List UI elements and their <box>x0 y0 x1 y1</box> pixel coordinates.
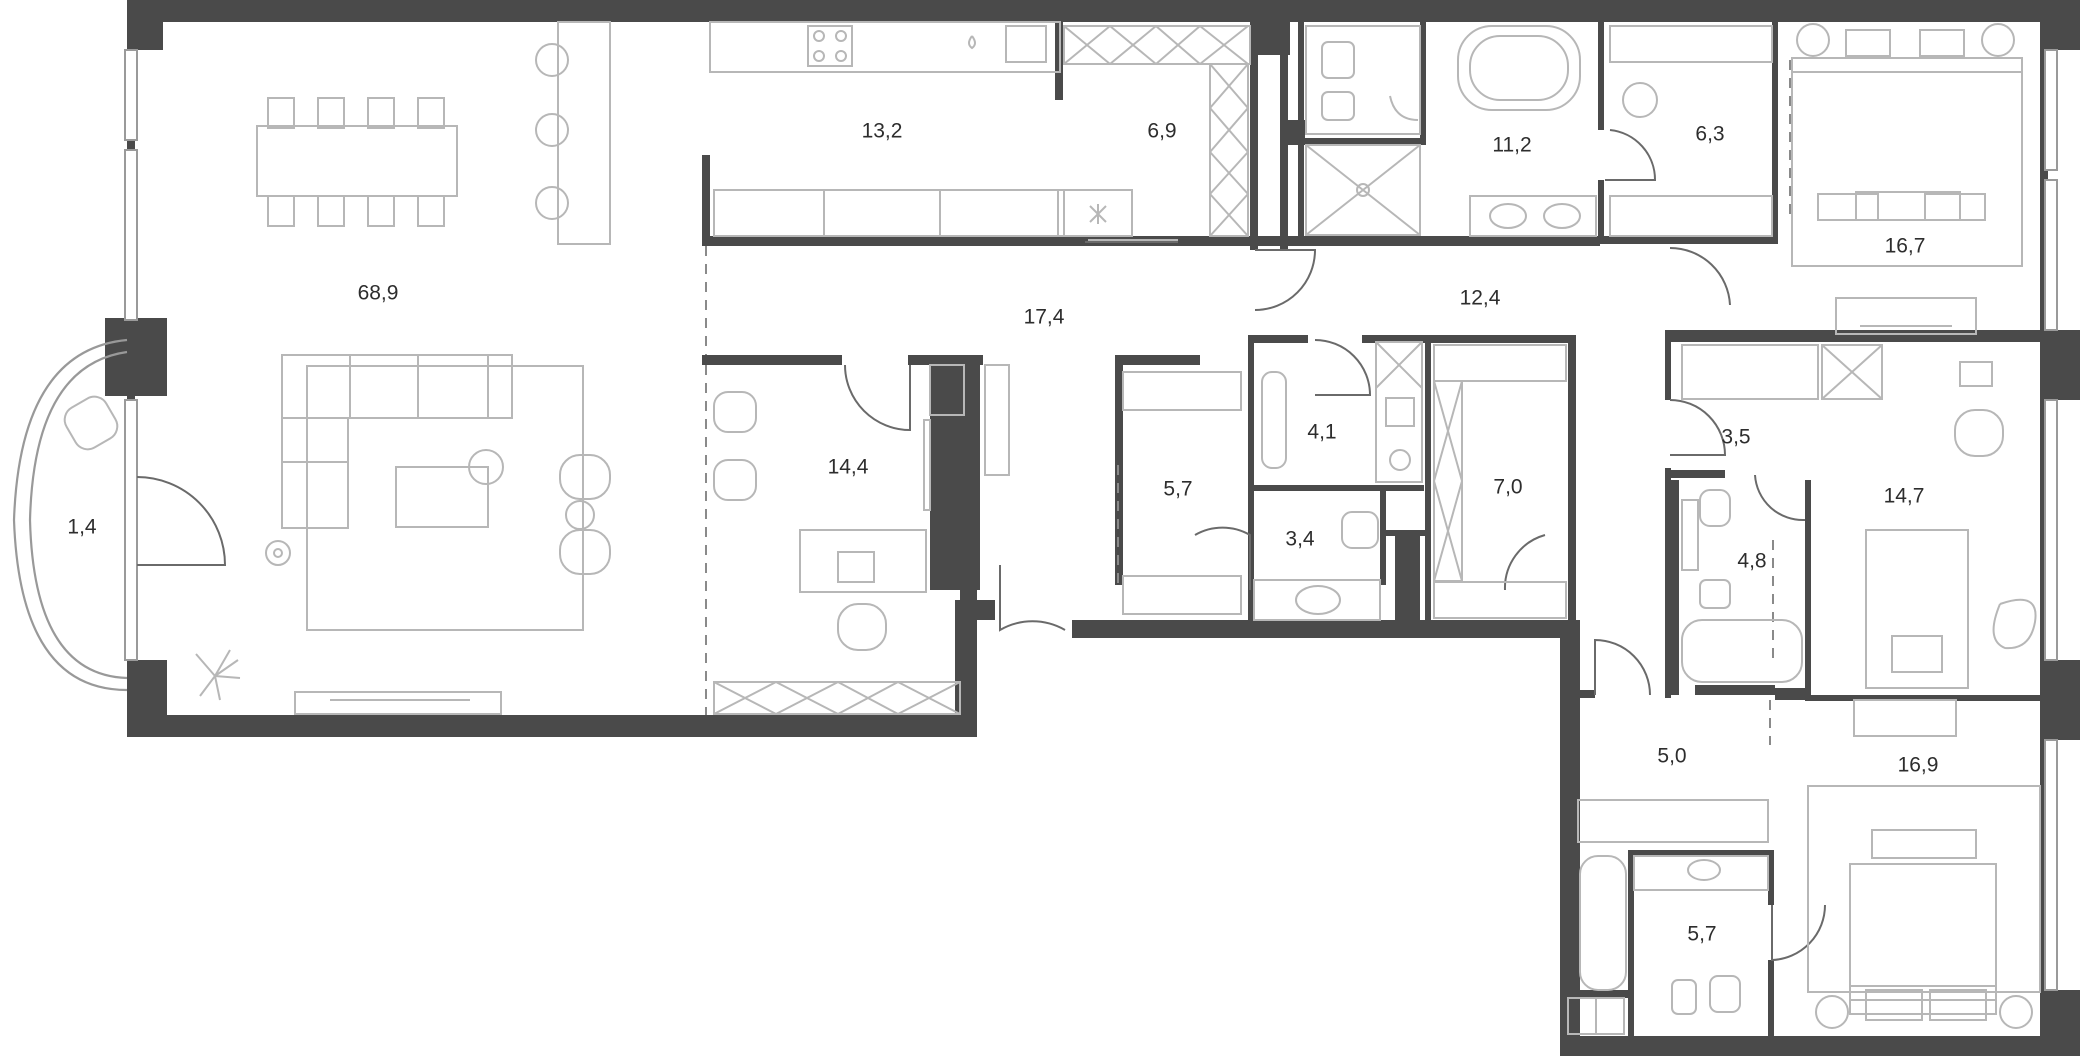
doors <box>136 129 1826 962</box>
room-area-master-bath: 11,2 <box>1492 134 1531 157</box>
walls <box>105 0 2080 1056</box>
room-area-bath-3: 5,7 <box>1687 923 1716 946</box>
open-boundaries <box>705 60 1791 745</box>
room-area-bath-2: 4,8 <box>1737 550 1766 573</box>
room-area-hall: 17,4 <box>1024 306 1065 329</box>
dining-chairs <box>267 97 445 227</box>
room-area-bedroom-3: 16,9 <box>1898 754 1939 777</box>
room-area-balcony: 1,4 <box>67 516 97 539</box>
room-area-study: 14,4 <box>828 456 869 479</box>
room-area-laundry: 4,1 <box>1307 421 1336 444</box>
room-area-kitchen: 13,2 <box>862 120 903 143</box>
furniture <box>63 21 2041 1035</box>
windows <box>12 49 2058 991</box>
room-area-wc-guest: 3,4 <box>1285 528 1315 551</box>
room-area-wardrobe-middle: 7,0 <box>1493 476 1522 499</box>
room-area-living-dining: 68,9 <box>358 282 399 305</box>
room-area-closet-left: 5,7 <box>1163 478 1192 501</box>
wardrobe-hatch-1 <box>1609 25 1773 237</box>
pantry-shelves <box>1063 25 1251 237</box>
room-area-master-wardrobe: 6,3 <box>1695 123 1724 146</box>
room-area-corridor: 12,4 <box>1460 287 1501 310</box>
room-area-wardrobe-small: 3,5 <box>1721 426 1750 449</box>
room-area-pantry: 6,9 <box>1147 120 1176 143</box>
room-area-master-bedroom: 16,7 <box>1885 235 1926 258</box>
room-area-corridor-2: 5,0 <box>1657 745 1686 768</box>
room-area-bedroom-2: 14,7 <box>1884 485 1925 508</box>
room-labels: 68,9 1,4 13,2 6,9 17,4 14,4 5,7 4,1 3,4 … <box>67 120 1938 946</box>
